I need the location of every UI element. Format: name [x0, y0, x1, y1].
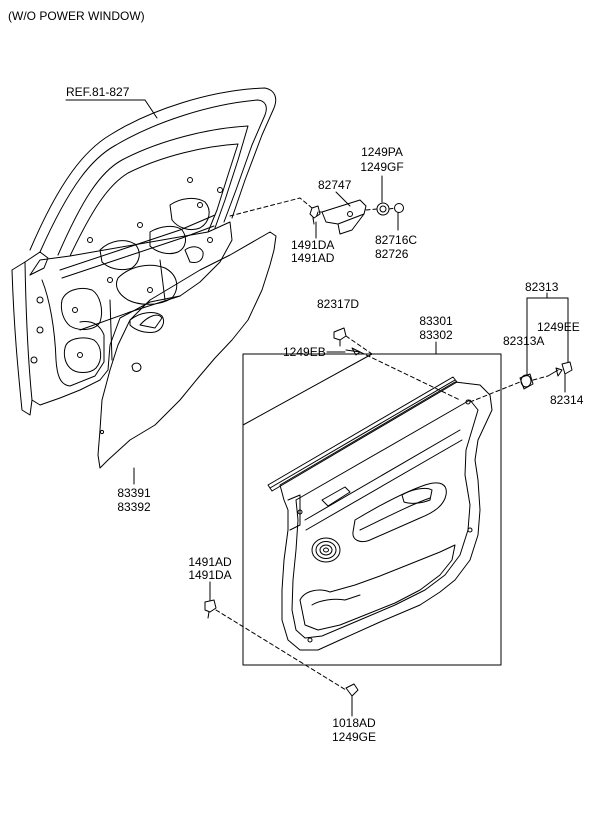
label-ref-81-827: REF.81-827 — [66, 85, 130, 99]
bracket-parts — [309, 199, 404, 235]
lower-clips — [204, 599, 359, 705]
label-82313a: 82313A — [503, 334, 545, 348]
label-83392: 83392 — [117, 500, 151, 514]
label-1491da-low: 1491DA — [188, 568, 232, 582]
leader-lines — [65, 99, 569, 717]
label-1249ee: 1249EE — [537, 320, 580, 334]
label-83391: 83391 — [117, 486, 151, 500]
label-1491da-top: 1491DA — [291, 238, 335, 252]
door-trim-panel — [267, 376, 493, 651]
door-frame-assembly — [11, 87, 277, 416]
label-1018ad: 1018AD — [332, 716, 376, 730]
label-83302: 83302 — [419, 328, 453, 342]
label-83301: 83301 — [419, 314, 453, 328]
label-82726: 82726 — [375, 247, 409, 261]
label-82314: 82314 — [550, 393, 584, 407]
label-1249ge: 1249GE — [331, 730, 377, 744]
label-1491ad-low: 1491AD — [188, 555, 232, 569]
dashed-guides — [215, 197, 549, 691]
door-waterproof-sheet — [97, 231, 277, 469]
label-1249gf: 1249GF — [360, 160, 404, 174]
label-1491ad-top: 1491AD — [291, 251, 335, 265]
label-1249pa: 1249PA — [361, 145, 403, 159]
label-82716c: 82716C — [375, 233, 418, 247]
label-1249eb: 1249EB — [283, 345, 326, 359]
label-82317d: 82317D — [317, 297, 360, 311]
label-82747: 82747 — [318, 178, 352, 192]
page-title: (W/O POWER WINDOW) — [8, 9, 145, 23]
label-82313: 82313 — [525, 280, 559, 294]
